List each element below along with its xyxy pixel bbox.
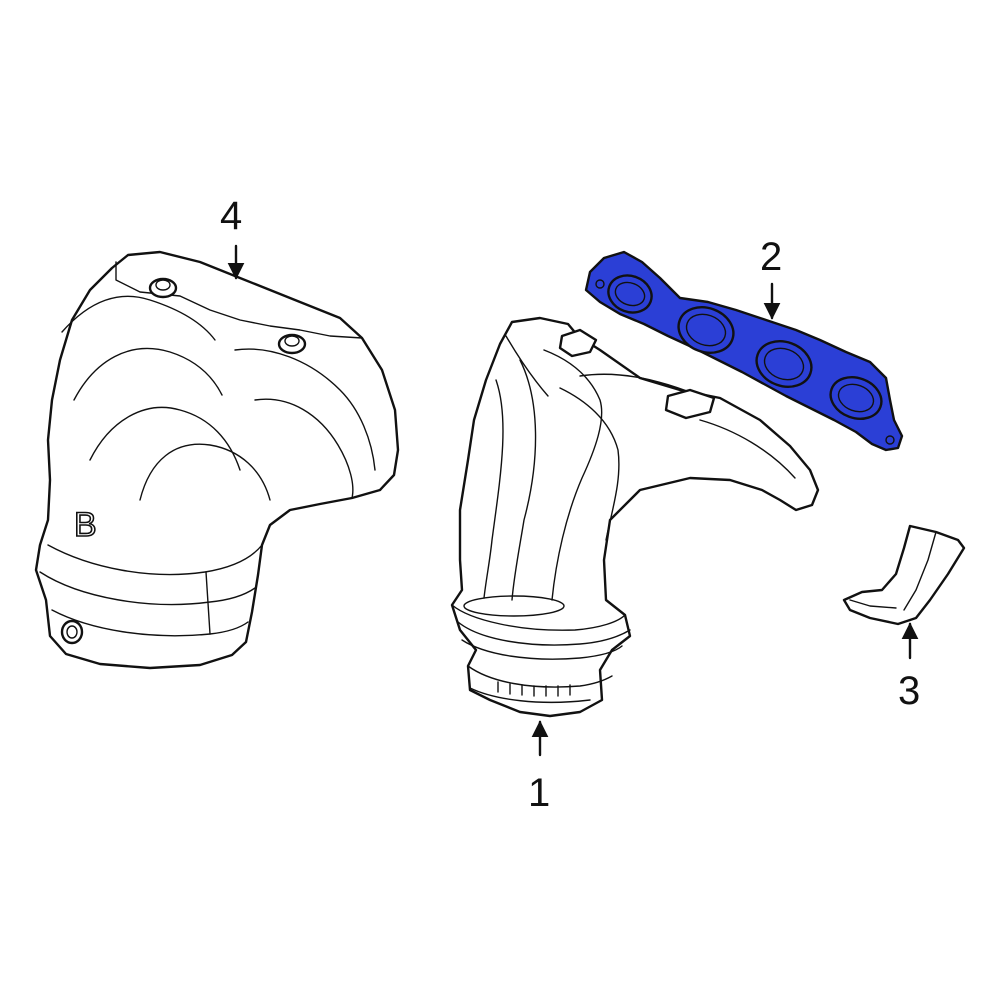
callout-label-4: 4 (220, 194, 242, 238)
gasket-body (584, 250, 904, 452)
manifold-gasket-part[interactable] (584, 250, 904, 452)
exhaust-manifold-part[interactable] (450, 316, 820, 718)
callout-1: 1 (528, 720, 550, 815)
bracket-part[interactable] (842, 524, 966, 626)
callout-2: 2 (760, 235, 782, 320)
callout-label-1: 1 (528, 771, 550, 815)
callout-3: 3 (898, 622, 920, 713)
callout-4: 4 (220, 194, 245, 280)
callout-label-3: 3 (898, 669, 920, 713)
callout-label-2: 2 (760, 235, 782, 279)
heat-shield-part[interactable]: B (34, 250, 400, 670)
heat-shield-marking: B (74, 506, 97, 544)
